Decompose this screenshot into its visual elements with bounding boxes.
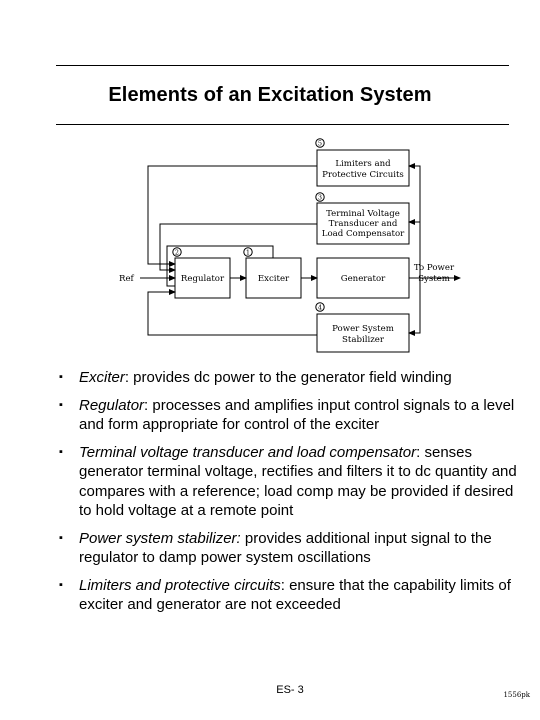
marker-5-label: 5	[318, 139, 322, 147]
page-number: ES- 3	[276, 684, 304, 696]
bullet-text: : processes and amplifies input control …	[79, 396, 515, 434]
bullet-marker: ▪	[59, 531, 63, 544]
marker-2-label: 2	[175, 248, 179, 256]
marker-5	[315, 138, 325, 148]
transducer-label-line1: Terminal Voltage	[326, 209, 400, 219]
pss-label-line2: Stabilizer	[342, 335, 385, 345]
output-label-line1: To Power	[414, 263, 455, 273]
output-label-line2: System	[418, 274, 450, 284]
bullet-transducer: ▪ Terminal voltage transducer and load co…	[59, 443, 519, 521]
marker-3	[315, 192, 325, 202]
transducer-feedback-line	[159, 223, 317, 273]
bullet-text: : ensure that the capability limits of e…	[79, 576, 511, 614]
bullet-regulator: ▪ Regulator: processes and amplifies inpu…	[59, 396, 519, 435]
bullet-list: ▪ Exciter: provides dc power to the gener…	[59, 368, 519, 623]
transducer-label-line2: Transducer and	[329, 219, 398, 229]
bullet-text: : senses generator terminal voltage, rec…	[79, 443, 517, 520]
bullet-text: : provides dc power to the generator fie…	[124, 369, 452, 386]
bullet-pss: ▪ Power system stabilizer: provides addit…	[59, 529, 519, 568]
bullet-term: Terminal voltage transducer and load com…	[79, 443, 417, 461]
marker-3-label: 3	[318, 193, 322, 201]
marker-2	[172, 247, 182, 257]
output-to-pss-line	[408, 278, 421, 336]
bullet-term: Power system stabilizer:	[79, 529, 241, 547]
transducer-label-line3: Load Compensator	[322, 229, 405, 239]
bullet-marker: ▪	[59, 398, 63, 411]
bullet-term: Regulator	[79, 396, 145, 414]
slide-title: Elements of an Excitation System	[108, 84, 432, 106]
exciter-label: Exciter	[258, 274, 290, 284]
bullet-marker: ▪	[59, 578, 63, 591]
output-to-limiters-line	[408, 163, 421, 278]
bullet-exciter: ▪ Exciter: provides dc power to the gener…	[59, 368, 519, 388]
limiters-feedback-line	[147, 165, 317, 267]
bullet-marker: ▪	[59, 371, 63, 383]
marker-1	[243, 247, 253, 257]
bullet-marker: ▪	[59, 445, 63, 458]
generator-label: Generator	[341, 274, 386, 284]
marker-4	[315, 302, 325, 312]
marker-1-label: 1	[246, 248, 250, 256]
bullet-text: provides additional input signal to the …	[79, 529, 492, 567]
bullet-limiters: ▪ Limiters and protective circuits: ensur…	[59, 576, 519, 615]
bottom-divider	[56, 124, 509, 125]
exciter-limiter-line	[166, 245, 274, 287]
bullet-term: Exciter	[79, 369, 125, 386]
limiters-label-line1: Limiters and	[335, 159, 391, 169]
slide-code: 1556pk	[503, 691, 530, 699]
top-divider	[56, 65, 509, 66]
limiters-label-line2: Protective Circuits	[322, 170, 404, 180]
bullet-term: Limiters and protective circuits	[79, 576, 281, 594]
marker-4-label: 4	[318, 303, 322, 311]
ref-label: Ref	[119, 274, 135, 284]
pss-feedback-line	[147, 289, 317, 336]
pss-label-line1: Power System	[332, 324, 394, 334]
regulator-label: Regulator	[181, 274, 225, 284]
